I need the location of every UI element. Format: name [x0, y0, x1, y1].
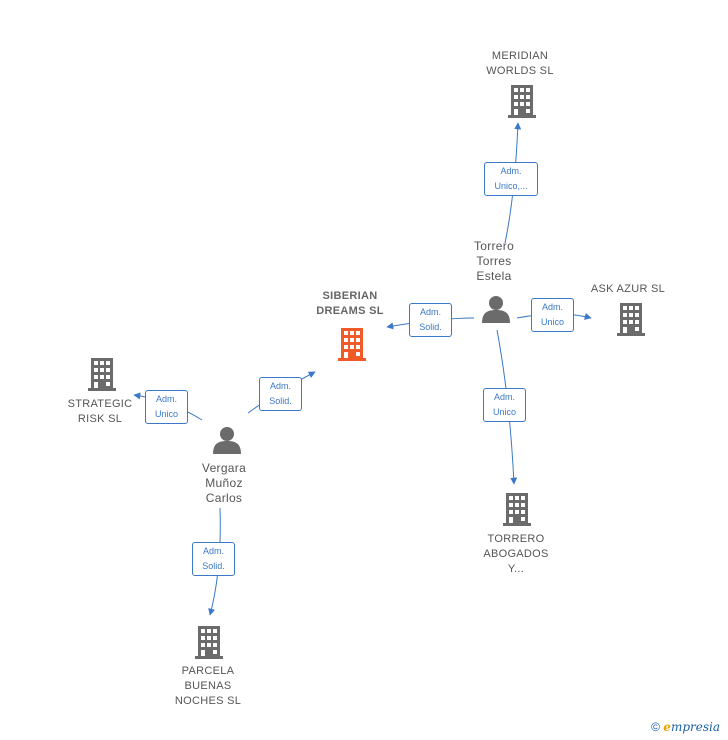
building-icon-torrero-abogados[interactable]	[503, 493, 531, 526]
node-label-siberian[interactable]: SIBERIAN DREAMS SL	[316, 290, 384, 317]
building-icon-siberian[interactable]	[338, 328, 366, 361]
edge-label-torrero-abogados[interactable]: Adm. Unico	[483, 388, 526, 422]
building-icon-meridian[interactable]	[508, 85, 536, 118]
node-label-askazur[interactable]: ASK AZUR SL	[590, 283, 666, 295]
edge-label-torrero-meridian[interactable]: Adm. Unico,...	[484, 162, 538, 196]
edge-label-torrero-siberian[interactable]: Adm. Solid.	[409, 303, 452, 337]
empresia-logo[interactable]: empresia	[663, 720, 720, 734]
node-label-vergara-person[interactable]: Vergara Muñoz Carlos	[201, 461, 247, 505]
edge-label-torrero-askazur[interactable]: Adm. Unico	[531, 298, 574, 332]
footer-credit: © empresia	[651, 720, 720, 734]
node-label-torrero-person[interactable]: Torrero Torres Estela	[473, 239, 515, 283]
building-icon-askazur[interactable]	[617, 303, 645, 336]
edge-label-vergara-strategic[interactable]: Adm. Unico	[145, 390, 188, 424]
person-icon-vergara[interactable]	[213, 427, 241, 454]
building-icon-parcela[interactable]	[195, 626, 223, 659]
node-label-torrero-abogados[interactable]: TORRERO ABOGADOS Y...	[483, 533, 549, 575]
building-icon-strategic[interactable]	[88, 358, 116, 391]
node-label-meridian[interactable]: MERIDIAN WORLDS SL	[486, 50, 554, 77]
edge-label-vergara-siberian[interactable]: Adm. Solid.	[259, 377, 302, 411]
node-label-strategic[interactable]: STRATEGIC RISK SL	[67, 398, 133, 425]
person-icon-torrero[interactable]	[482, 296, 510, 323]
node-label-parcela[interactable]: PARCELA BUENAS NOCHES SL	[174, 665, 242, 707]
edge-label-vergara-parcela[interactable]: Adm. Solid.	[192, 542, 235, 576]
copyright-icon: ©	[651, 720, 660, 734]
